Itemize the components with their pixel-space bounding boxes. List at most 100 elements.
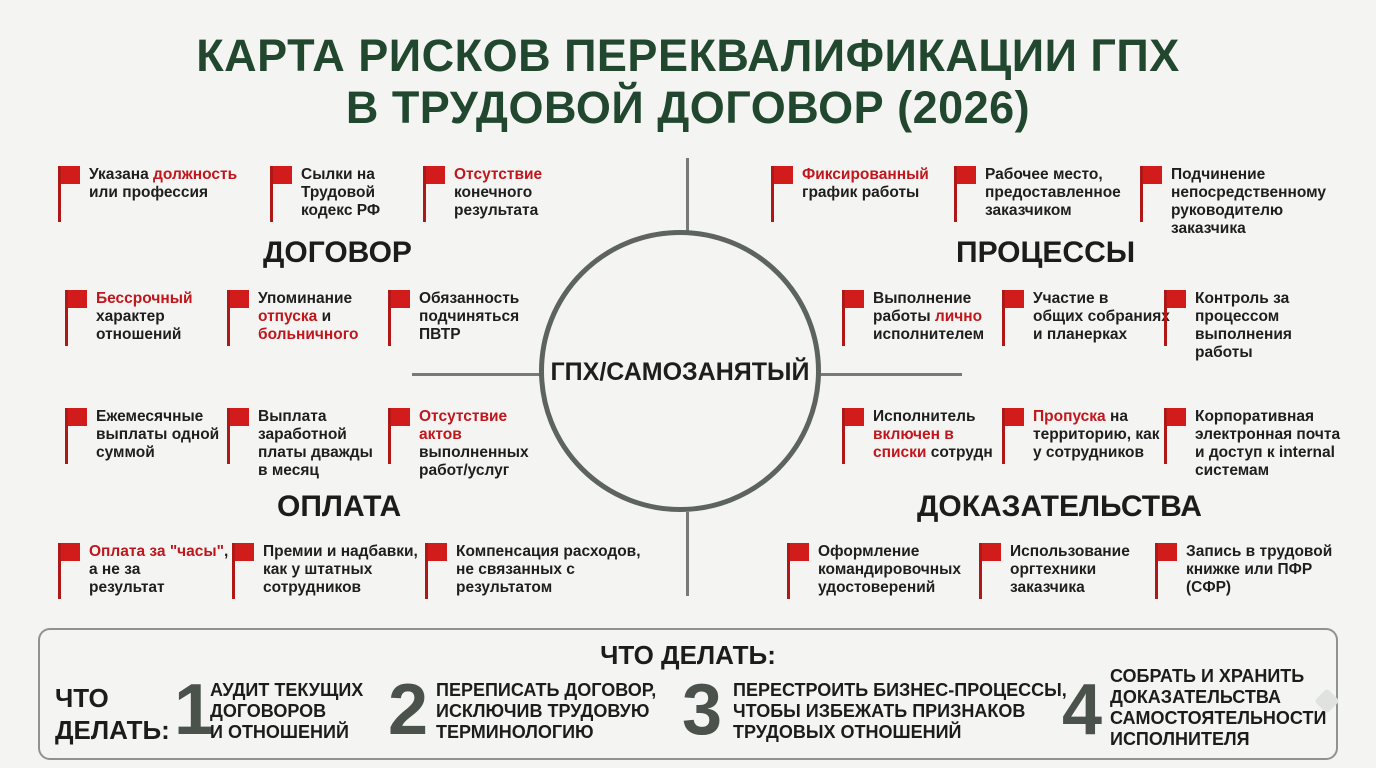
- risk-text-line: заказчика: [1171, 220, 1339, 238]
- risk-text-line: Трудовой: [301, 184, 469, 202]
- risk-text-line: Выполнение: [873, 290, 1041, 308]
- risk-text-line: исполнителем: [873, 326, 1041, 344]
- risk-text-line: Выплата: [258, 408, 426, 426]
- risk-text-segment: заказчика: [1171, 220, 1246, 237]
- red-flag-icon: [771, 166, 797, 222]
- risk-text-line: выполненных: [419, 444, 587, 462]
- risk-text-segment: отношений: [96, 326, 182, 343]
- risk-text-segment: Оформление: [818, 543, 920, 560]
- risk-text-line: отношений: [96, 326, 264, 344]
- risk-text-segment: Обязанность: [419, 290, 520, 307]
- risk-text-segment: кодекс РФ: [301, 202, 381, 219]
- risk-keyword: Пропуска: [1033, 408, 1106, 425]
- actions-heading: ЧТО ДЕЛАТЬ:: [600, 640, 776, 670]
- risk-text-segment: книжке или ПФР: [1186, 561, 1313, 578]
- step-2-number: 2: [388, 670, 429, 750]
- red-flag-icon: [1164, 408, 1190, 464]
- risk-text-segment: командировочных: [818, 561, 961, 578]
- step-3-line-1: ПЕРЕСТРОИТЬ БИЗНЕС-ПРОЦЕССЫ,: [733, 680, 1067, 700]
- risk-text-segment: как у штатных: [263, 561, 373, 578]
- risk-text-line: Отсутствие: [454, 166, 622, 184]
- step-3-number: 3: [682, 670, 723, 750]
- risk-text-line: общих собраниях: [1033, 308, 1201, 326]
- risk-text-line: результатом: [456, 579, 624, 597]
- risk-text-line: электронная почта: [1195, 426, 1363, 444]
- red-flag-icon: [954, 166, 980, 222]
- step-1-text: АУДИТ ТЕКУЩИХ ДОГОВОРОВ И ОТНОШЕНИЙ: [210, 680, 363, 743]
- risk-text-line: конечного: [454, 184, 622, 202]
- risk-text-segment: работ/услуг: [419, 462, 510, 479]
- risk-text-line: Участие в: [1033, 290, 1201, 308]
- risk-text-line: сотрудников: [263, 579, 431, 597]
- risk-text-segment: на: [1105, 408, 1128, 425]
- step-4-number: 4: [1062, 670, 1103, 750]
- risk-text-line: Подчинение: [1171, 166, 1339, 184]
- risk-text-line: системам: [1195, 462, 1363, 480]
- risk-text-line: график работы: [802, 184, 970, 202]
- red-flag-icon: [58, 166, 84, 222]
- risk-text-segment: и: [317, 308, 332, 325]
- risk-text-segment: сотрудн: [926, 444, 993, 461]
- step-2-text: ПЕРЕПИСАТЬ ДОГОВОР, ИСКЛЮЧИВ ТРУДОВУЮ ТЕ…: [436, 680, 656, 743]
- risk-text-line: Сылки на: [301, 166, 469, 184]
- step-2-line-3: ТЕРМИНОЛОГИЮ: [436, 722, 594, 742]
- risk-text-line: Запись в трудовой: [1186, 543, 1354, 561]
- risk-keyword: должность: [153, 166, 238, 183]
- red-flag-icon: [65, 408, 91, 464]
- risk-text-line: заказчиком: [985, 202, 1153, 220]
- risk-text-line: предоставленное: [985, 184, 1153, 202]
- risk-text-segment: заказчика: [1010, 579, 1085, 596]
- risk-text-segment: территорию, как: [1033, 426, 1160, 443]
- risk-text-segment: или профессия: [89, 184, 209, 201]
- red-flag-icon: [270, 166, 296, 222]
- red-flag-icon: [65, 290, 91, 346]
- risk-text-line: и доступ к internal: [1195, 444, 1363, 462]
- red-flag-icon: [388, 408, 414, 464]
- risk-text-line: Компенсация расходов,: [456, 543, 641, 561]
- risk-text-line: работ/услуг: [419, 462, 587, 480]
- risk-text-line: или профессия: [89, 184, 257, 202]
- risk-text-segment: работы: [1195, 344, 1253, 361]
- axis-left: [412, 373, 540, 376]
- risk-text-line: кодекс РФ: [301, 202, 469, 220]
- risk-text-line: платы дважды: [258, 444, 426, 462]
- risk-text-segment: заказчиком: [985, 202, 1072, 219]
- risk-text-line: Корпоративная: [1195, 408, 1363, 426]
- risk-text-line: у сотрудников: [1033, 444, 1201, 462]
- red-flag-icon: [979, 543, 1005, 599]
- risk-text-segment: ПВТР: [419, 326, 461, 343]
- risk-text-line: Отсутствие: [419, 408, 587, 426]
- risk-keyword: отпуска: [258, 308, 318, 325]
- risk-text-line: командировочных: [818, 561, 986, 579]
- risk-text-line: характер: [96, 308, 264, 326]
- step-3-text: ПЕРЕСТРОИТЬ БИЗНЕС-ПРОЦЕССЫ, ЧТОБЫ ИЗБЕЖ…: [733, 680, 1067, 743]
- risk-text-segment: процессом: [1195, 308, 1280, 325]
- risk-text-segment: Ежемесячные: [96, 408, 204, 425]
- risk-text-line: суммой: [96, 444, 264, 462]
- red-flag-icon: [232, 543, 258, 599]
- risk-keyword: списки: [873, 444, 927, 461]
- risk-text-segment: электронная почта: [1195, 426, 1341, 443]
- risk-text-segment: руководителю: [1171, 202, 1284, 219]
- risk-keyword: Фиксированный: [802, 166, 929, 183]
- red-flag-icon: [388, 290, 414, 346]
- section-title-payment: ОПЛАТА: [277, 490, 402, 523]
- step-3-line-2: ЧТОБЫ ИЗБЕЖАТЬ ПРИЗНАКОВ: [733, 701, 1026, 721]
- risk-text-line: Использование: [1010, 543, 1178, 561]
- risk-text-segment: и планерках: [1033, 326, 1128, 343]
- risk-text-segment: предоставленное: [985, 184, 1121, 201]
- risk-text-line: руководителю: [1171, 202, 1339, 220]
- risk-text-line: работы лично: [873, 308, 1041, 326]
- page-title: КАРТА РИСКОВ ПЕРЕКВАЛИФИКАЦИИ ГПХ В ТРУД…: [0, 30, 1376, 134]
- risk-text-line: работы: [1195, 344, 1363, 362]
